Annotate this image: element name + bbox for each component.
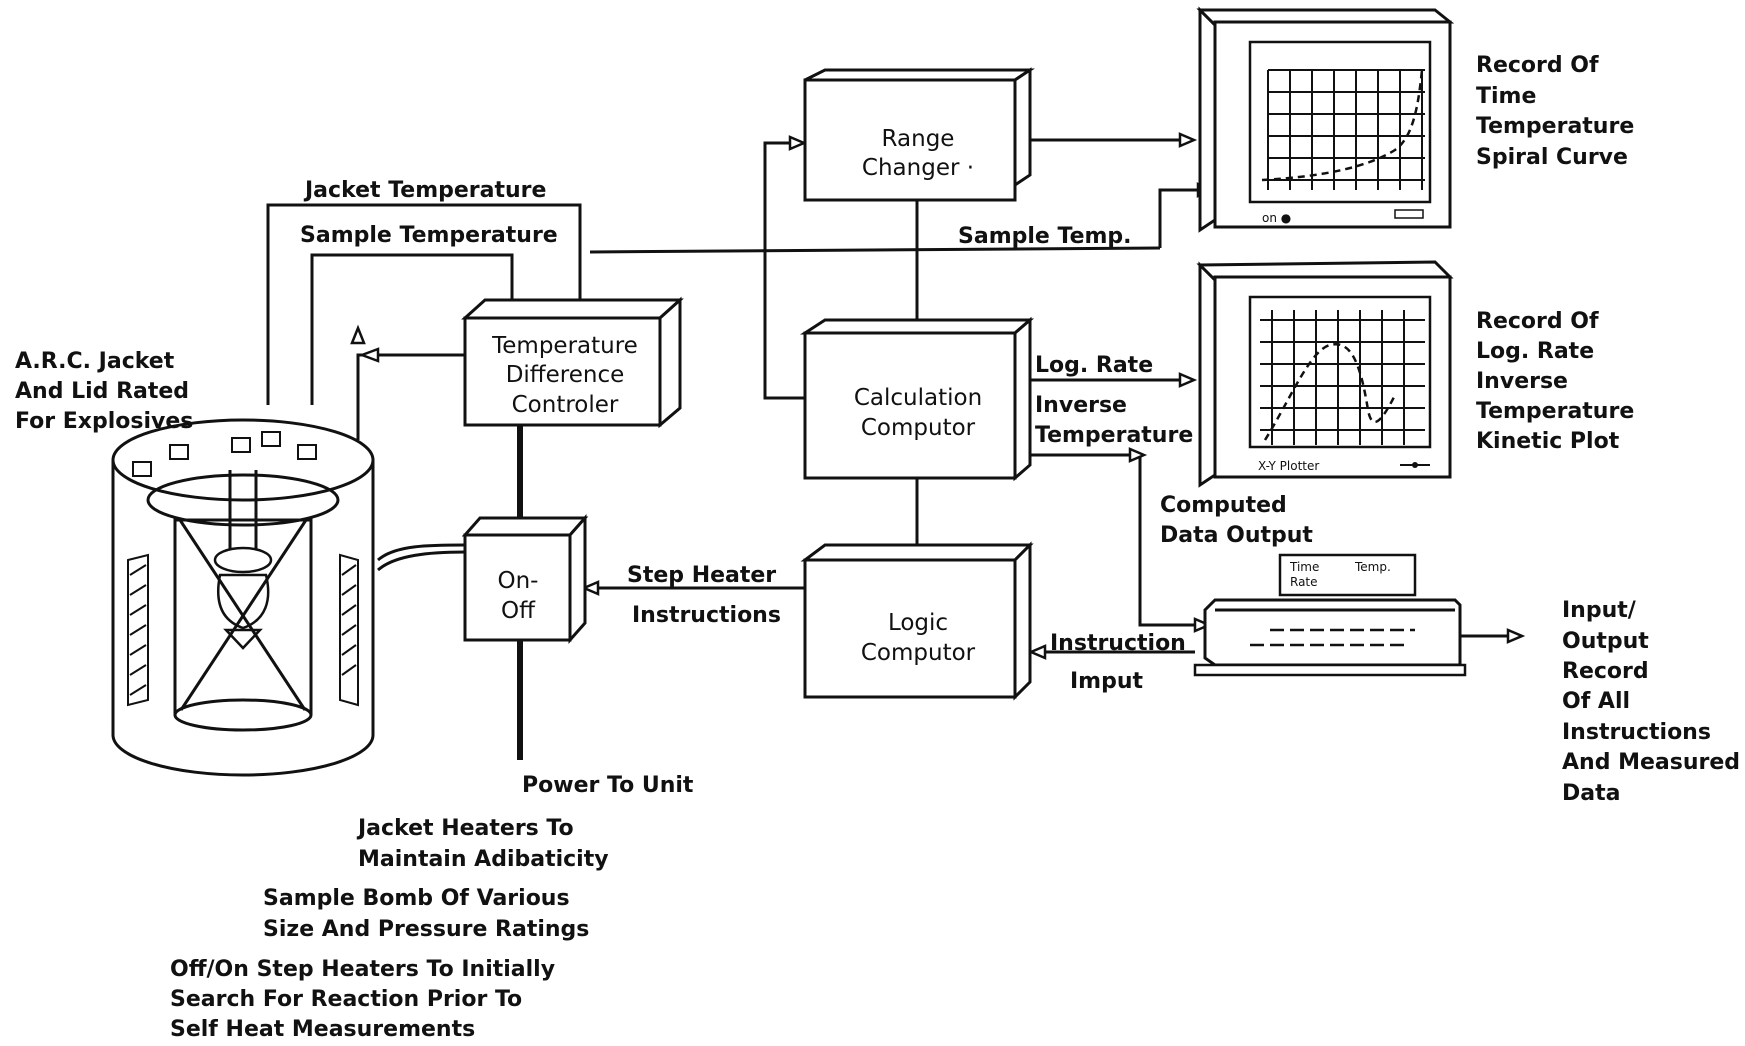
- printer-label-1: Input/: [1562, 598, 1637, 623]
- plotter-label-5: Kinetic Plot: [1476, 429, 1620, 454]
- arc-jacket-label-3: For Explosives: [15, 409, 193, 434]
- recorder-label-2: Time: [1476, 84, 1536, 109]
- temp-diff-label-1: Temperature: [491, 333, 638, 359]
- plotter-label-2: Log. Rate: [1476, 339, 1594, 364]
- inverse-temperature-label-2: Temperature: [1035, 423, 1193, 448]
- calorimeter-labels: A.R.C. Jacket And Lid Rated For Explosiv…: [15, 349, 609, 1042]
- sample-bomb-label-2: Size And Pressure Ratings: [263, 917, 589, 942]
- on-off-box: On- Off: [461, 514, 589, 644]
- connection-lines: [266, 138, 1508, 760]
- recorder-label-4: Spiral Curve: [1476, 145, 1628, 170]
- calculation-label-1: Calculation: [854, 385, 982, 411]
- step-heaters-label-3: Self Heat Measurements: [170, 1017, 475, 1042]
- plotter-panel-text: X-Y Plotter: [1258, 459, 1319, 473]
- range-changer-box: Range Changer ·: [803, 67, 1035, 202]
- sample-temperature-label: Sample Temperature: [300, 223, 558, 248]
- temperature-difference-controller-box: Temperature Difference Controler: [461, 296, 684, 429]
- signal-labels: Jacket Temperature Sample Temperature Sa…: [300, 178, 1313, 798]
- printer-paper: [1278, 553, 1417, 597]
- sample-temp-label: Sample Temp.: [958, 224, 1132, 249]
- plotter-label-1: Record Of: [1476, 309, 1599, 334]
- printer-label-6: And Measured: [1562, 750, 1740, 775]
- printer-label-7: Data: [1562, 781, 1620, 806]
- step-heater-label-1: Step Heater: [627, 563, 776, 588]
- arc-jacket-label-1: A.R.C. Jacket: [15, 349, 175, 374]
- printer-paper-time: Time: [1289, 560, 1319, 574]
- inverse-temperature-label-1: Inverse: [1035, 393, 1127, 418]
- on-off-label-2: Off: [501, 598, 536, 624]
- calculation-label-2: Computor: [861, 415, 976, 441]
- printer-label-5: Instructions: [1562, 720, 1711, 745]
- printer-label-2: Output: [1562, 629, 1649, 654]
- step-heaters-label-2: Search For Reaction Prior To: [170, 987, 522, 1012]
- printer-label-4: Of All: [1562, 689, 1630, 714]
- arc-jacket-label-2: And Lid Rated: [15, 379, 189, 404]
- logic-label-2: Computor: [861, 640, 976, 666]
- printer-paper-rate: Rate: [1290, 575, 1318, 589]
- xy-plotter: X-Y Plotter: [1196, 260, 1454, 488]
- on-off-label-1: On-: [498, 568, 539, 594]
- arc-calorimeter-vessel: [111, 418, 375, 777]
- log-rate-label: Log. Rate: [1035, 353, 1153, 378]
- logic-label-1: Logic: [888, 610, 948, 636]
- printer-label-3: Record: [1562, 659, 1649, 684]
- printer: Time Rate Temp.: [1193, 553, 1467, 677]
- sample-bomb-label-1: Sample Bomb Of Various: [263, 886, 570, 911]
- printer-paper-temp: Temp.: [1354, 560, 1391, 574]
- temp-diff-label-2: Difference: [506, 362, 625, 388]
- temp-diff-label-3: Controler: [512, 392, 619, 418]
- jacket-heaters-label-1: Jacket Heaters To: [356, 816, 574, 841]
- computed-data-label-1: Computed: [1160, 493, 1287, 518]
- step-heaters-label-1: Off/On Step Heaters To Initially: [170, 957, 555, 982]
- computed-data-label-2: Data Output: [1160, 523, 1313, 548]
- plotter-label-3: Inverse: [1476, 369, 1568, 394]
- instruction-input-label-1: Instruction: [1050, 631, 1186, 656]
- time-temperature-recorder: on ●: [1196, 6, 1455, 233]
- plotter-label-4: Temperature: [1476, 399, 1634, 424]
- step-heater-label-2: Instructions: [632, 603, 781, 628]
- jacket-heaters-label-2: Maintain Adibaticity: [358, 847, 609, 872]
- recorder-panel-text: on ●: [1262, 211, 1291, 225]
- recorder-label-1: Record Of: [1476, 53, 1599, 78]
- recorder-label-3: Temperature: [1476, 114, 1634, 139]
- range-changer-label-2: Changer ·: [862, 155, 974, 181]
- range-changer-label-1: Range: [882, 126, 955, 152]
- instruction-input-label-2: Imput: [1070, 669, 1144, 694]
- power-to-unit-label: Power To Unit: [522, 773, 694, 798]
- calculation-computor-box: Calculation Computor: [799, 316, 1035, 482]
- device-labels: Record Of Time Temperature Spiral Curve …: [1476, 53, 1740, 806]
- jacket-temperature-label: Jacket Temperature: [303, 178, 546, 203]
- logic-computor-box: Logic Computor: [800, 541, 1034, 701]
